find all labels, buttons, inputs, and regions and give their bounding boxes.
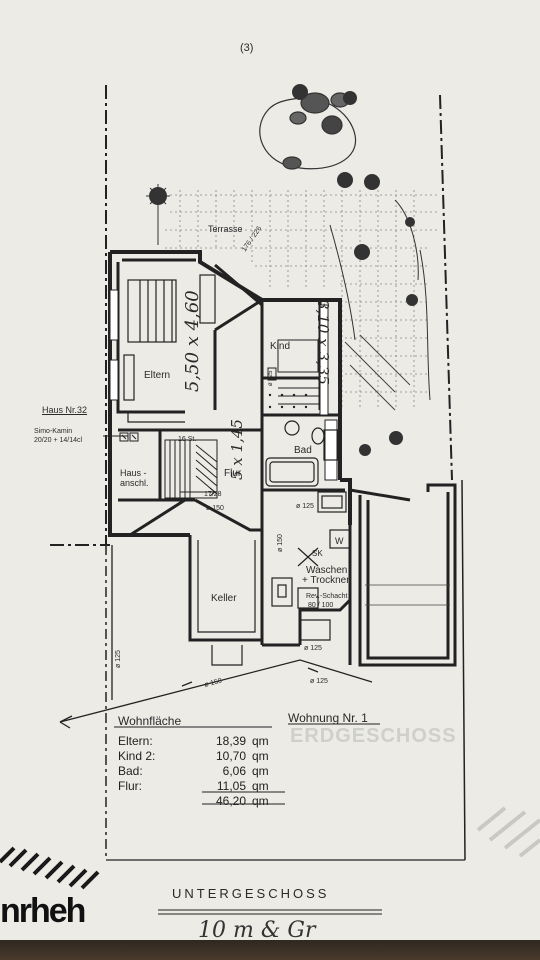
dim-flur-150: ø 150 [206, 505, 224, 512]
label-trocknen: + Trocknen [302, 575, 352, 586]
dim-125-b: ø 125 [304, 645, 322, 652]
dim-kind-small: ø 125 [268, 370, 274, 386]
dim-stairs-2: 17/28 [204, 491, 222, 498]
label-w: W [335, 536, 344, 546]
area-room: Eltern: [118, 734, 153, 748]
label-terrasse-dims: 176 / 226 [241, 225, 264, 253]
ghost-floor-title: ERDGESCHOSS [290, 725, 457, 747]
hand-eltern-dims: 5,50 x 4,60 [182, 290, 203, 392]
area-unit: qm [252, 764, 269, 778]
company-logo: nrheh [0, 892, 86, 930]
label-flur: Flur [224, 468, 242, 479]
label-sk: SK [312, 549, 323, 558]
hand-flur-dims: 5 x 1,45 [228, 419, 246, 480]
apartment-label: Wohnung Nr. 1 [288, 711, 368, 725]
area-unit: qm [252, 749, 269, 763]
hand-kind-dims: 3,10 x 3,35 [314, 300, 332, 385]
area-room: Flur: [118, 779, 142, 793]
dim-stairs: 16 St. [178, 436, 196, 443]
area-value: 11,05 [216, 779, 246, 793]
area-unit: qm [252, 779, 269, 793]
area-value: 6,06 [222, 764, 246, 778]
dim-125-vleft: ø 125 [115, 650, 122, 668]
page-number: (3) [240, 42, 254, 54]
label-eltern: Eltern [144, 370, 170, 381]
label-rev-schacht: Rev.-Schacht [306, 593, 348, 600]
label-keller: Keller [211, 593, 237, 604]
desk-edge [0, 940, 540, 960]
label-waschen: Waschen [306, 565, 347, 576]
dim-150-left: ø 150 [204, 678, 223, 689]
label-bad: Bad [294, 445, 312, 456]
label-hausanschl-2: anschl. [120, 478, 149, 488]
area-room: Kind 2: [118, 749, 156, 763]
area-value: 10,70 [215, 749, 246, 763]
area-unit: qm [252, 734, 269, 748]
label-terrasse: Terrasse [208, 224, 243, 234]
handwritten-signature: 10 m & Gr [198, 918, 316, 943]
kamin-dims: 20/20 + 14/14cl [34, 437, 83, 444]
area-table-title: Wohnfläche [118, 714, 182, 728]
haus-nr-label: Haus Nr.32 [42, 405, 88, 415]
label-rev-schacht-size: 80 / 100 [308, 602, 333, 609]
area-total-unit: qm [252, 794, 269, 808]
dim-125-a: ø 125 [296, 503, 314, 510]
dim-150-v: ø 150 [277, 534, 284, 552]
label-hausanschl-1: Haus - [120, 468, 147, 478]
kamin-label: Simo-Kamin [34, 428, 73, 435]
dim-125-bottom: ø 125 [310, 678, 328, 685]
area-total-value: 46,20 [215, 794, 246, 808]
label-kind: Kind [270, 341, 290, 352]
floor-title: UNTERGESCHOSS [172, 886, 330, 901]
area-room: Bad: [118, 764, 143, 778]
area-value: 18,39 [215, 734, 246, 748]
